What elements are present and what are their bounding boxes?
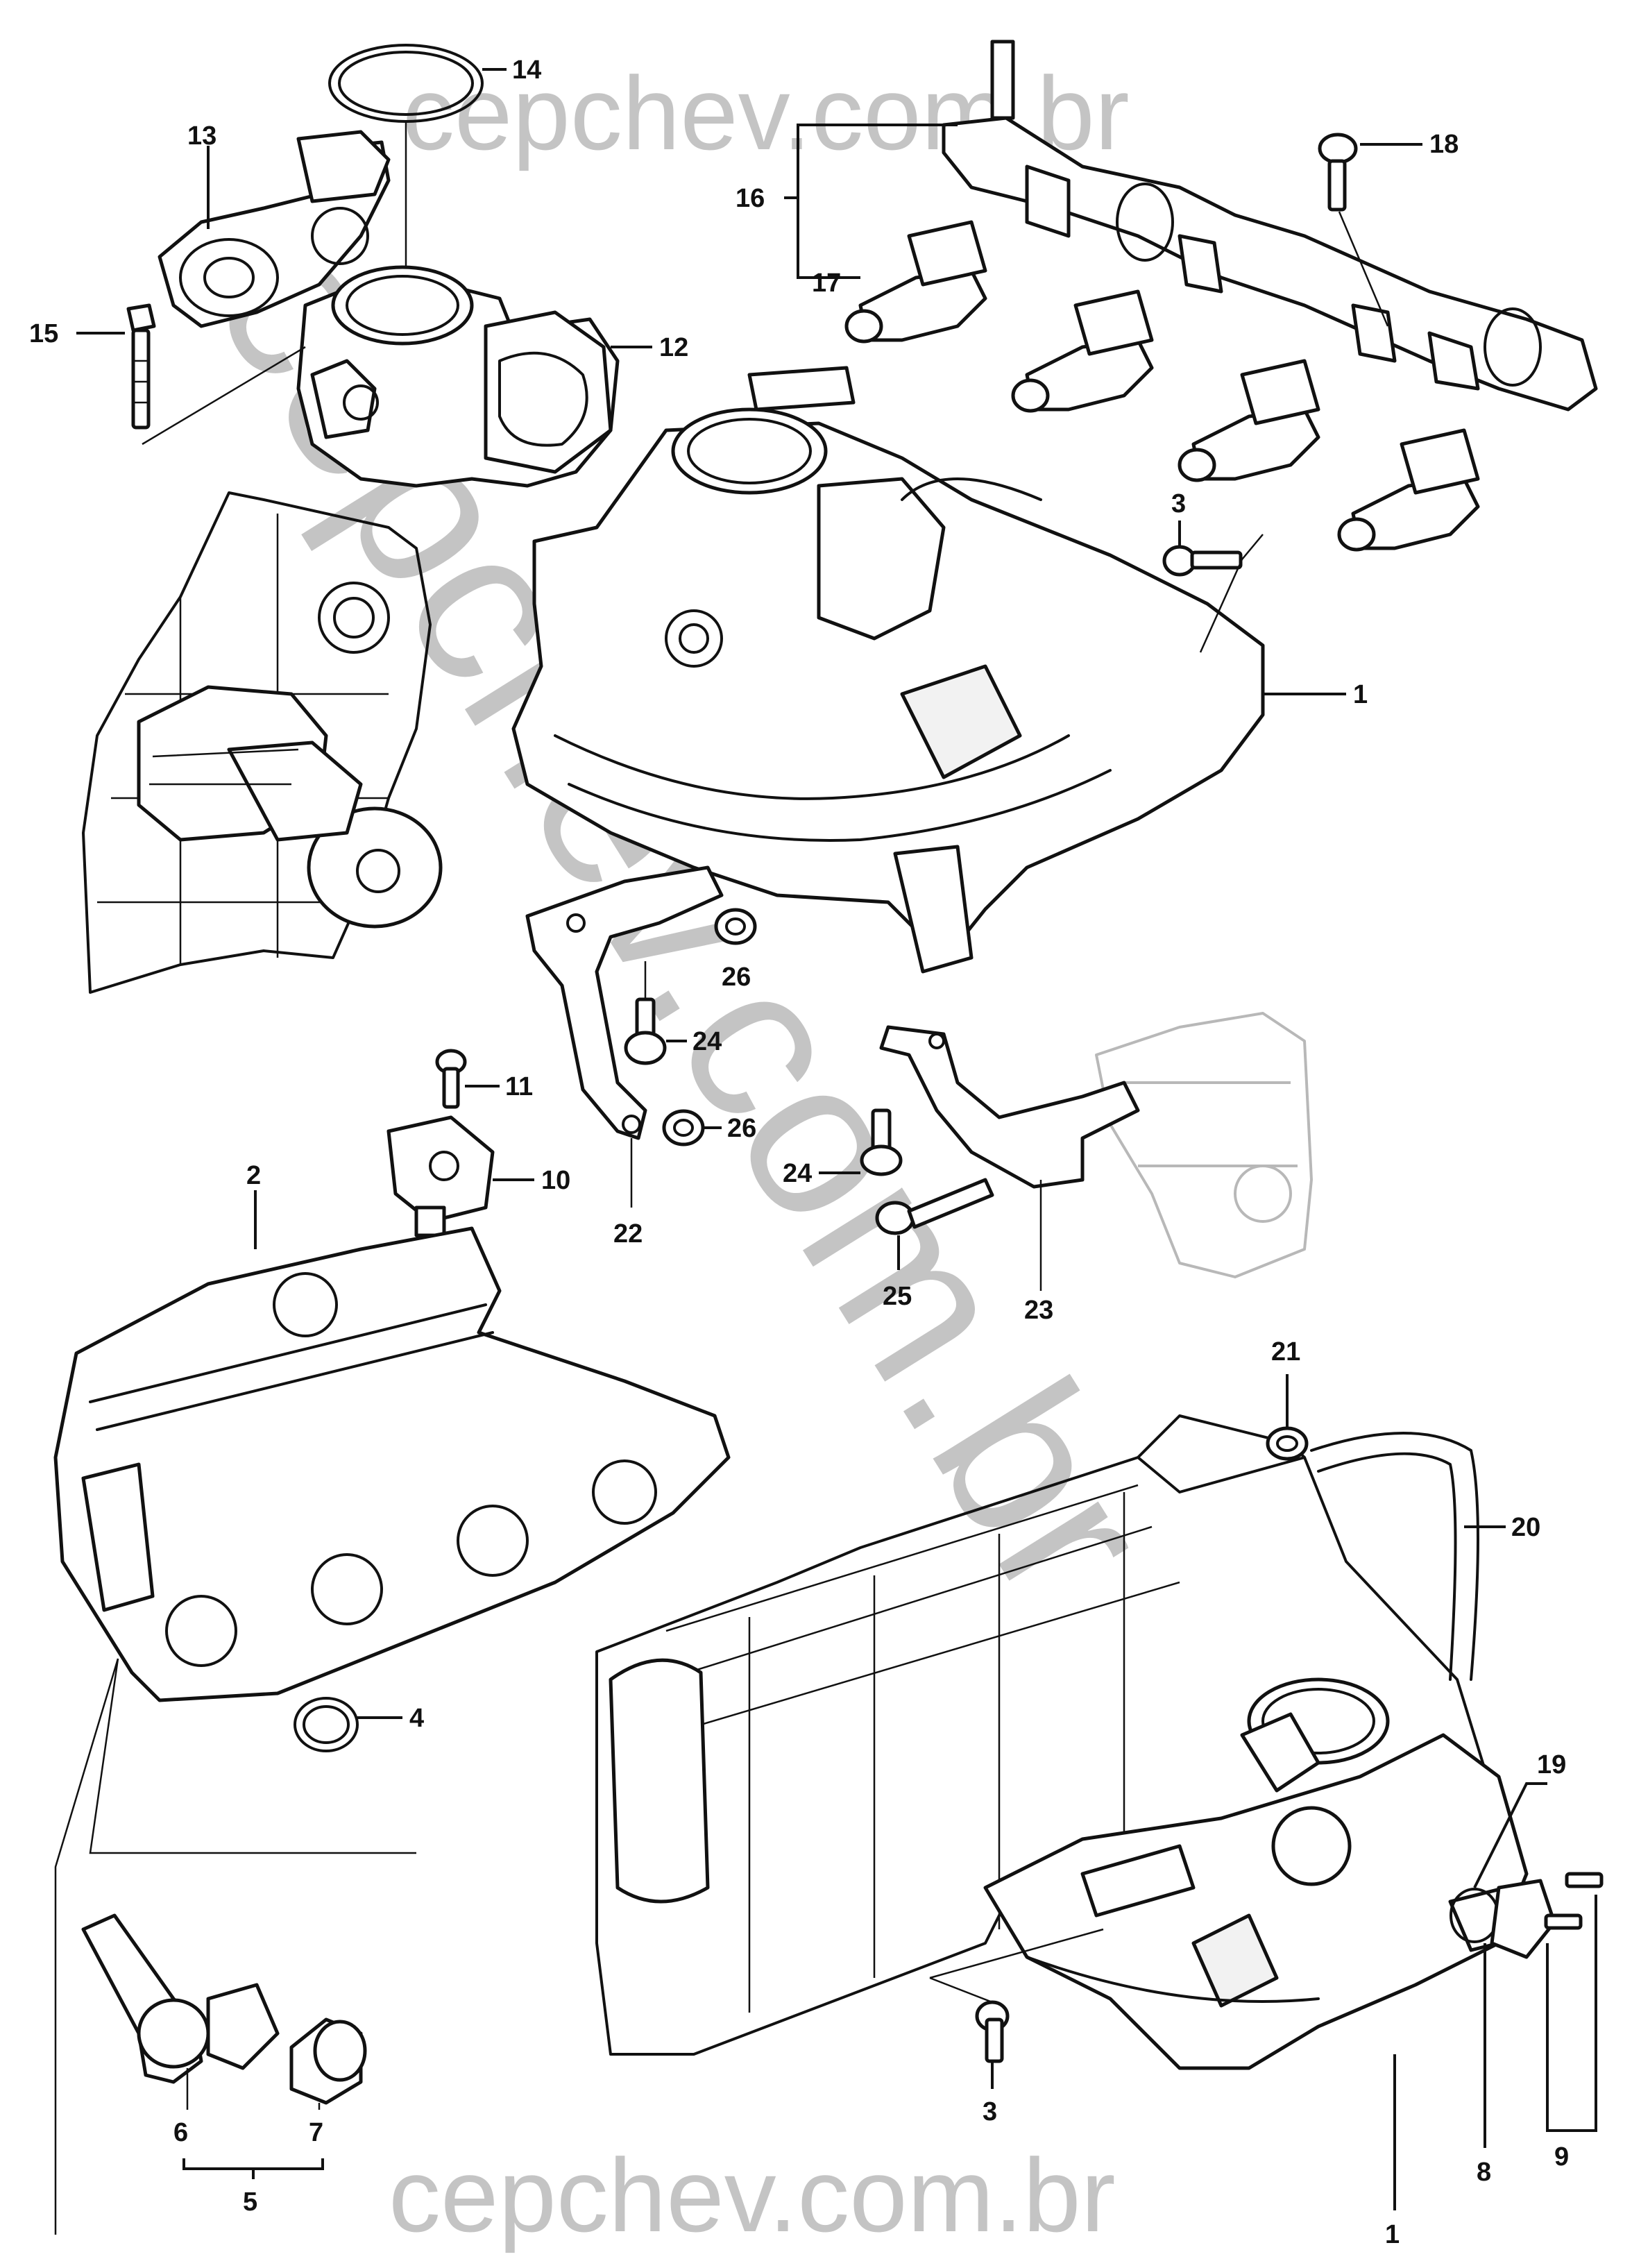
part-23-bracket [879, 1025, 1140, 1189]
part-17-injector-3 [1178, 359, 1320, 482]
callout-24-left: 24 [783, 1159, 812, 1188]
callout-26-lower: 26 [727, 1114, 756, 1143]
engine-mount-ghost [1095, 1012, 1313, 1278]
part-16-fuel-rail [942, 40, 1598, 412]
callout-12: 12 [659, 333, 688, 362]
callout-23: 23 [1024, 1296, 1053, 1325]
part-22-bracket [525, 865, 724, 1140]
part-13-sensor-bracket [158, 130, 391, 328]
callout-16: 16 [736, 184, 765, 213]
callout-19: 19 [1537, 1750, 1566, 1779]
callout-7: 7 [309, 2118, 323, 2147]
callout-3-lower: 3 [983, 2097, 997, 2126]
part-6-hose-fitting [81, 1913, 280, 2084]
callout-1-upper: 1 [1353, 680, 1368, 709]
part-15-bolt [126, 303, 156, 430]
callout-3-upper: 3 [1171, 489, 1186, 518]
callout-13: 13 [187, 121, 216, 151]
engine-assembly-lower [595, 1414, 1529, 2070]
callout-26-upper: 26 [722, 963, 751, 992]
part-10-map-sensor [386, 1115, 495, 1237]
callout-2: 2 [246, 1161, 261, 1190]
part-8-flange [1490, 1879, 1556, 1959]
part-26-nut-upper [714, 908, 757, 945]
callout-22: 22 [613, 1219, 643, 1249]
watermark-bottom: cepchev.com.br [389, 2137, 1116, 2253]
starter-motor [137, 685, 443, 929]
part-9-bolts [1544, 1872, 1604, 1930]
callout-17: 17 [812, 269, 841, 298]
part-1-intake-manifold-upper [511, 366, 1265, 974]
callout-24-right: 24 [692, 1027, 722, 1056]
callout-4: 4 [409, 1704, 424, 1733]
part-26-nut-lower [662, 1109, 705, 1146]
part-2-lower-intake-manifold [53, 1226, 731, 1702]
part-25-bolt [875, 1178, 994, 1235]
part-11-bolt [435, 1049, 467, 1109]
callout-10: 10 [541, 1166, 570, 1195]
part-24-bolt-lower [860, 1108, 903, 1176]
callout-15: 15 [29, 319, 58, 348]
part-17-injector-2 [1011, 289, 1154, 413]
callout-25: 25 [883, 1282, 912, 1311]
part-4-gasket [294, 1697, 359, 1752]
callout-20: 20 [1511, 1513, 1540, 1542]
part-21-clamp [1266, 1426, 1309, 1461]
callout-8: 8 [1477, 2158, 1491, 2187]
callout-18: 18 [1429, 130, 1459, 159]
part-7-hose-sleeve [289, 2017, 367, 2105]
part-18-bolt [1318, 133, 1358, 212]
part-20-hose [1310, 1432, 1479, 1681]
callout-11: 11 [505, 1072, 533, 1101]
callout-5: 5 [243, 2187, 257, 2217]
callout-6: 6 [173, 2118, 188, 2147]
part-3-bolt-lower [975, 2000, 1010, 2063]
part-3-bolt-upper [1162, 545, 1243, 577]
callout-1-lower: 1 [1385, 2220, 1400, 2249]
callout-14: 14 [512, 56, 541, 85]
callout-21: 21 [1271, 1337, 1300, 1366]
part-17-injector-1 [844, 220, 987, 344]
callout-9: 9 [1554, 2142, 1569, 2172]
part-17-injector-4 [1337, 428, 1480, 552]
part-12-throttle-body [296, 265, 620, 488]
